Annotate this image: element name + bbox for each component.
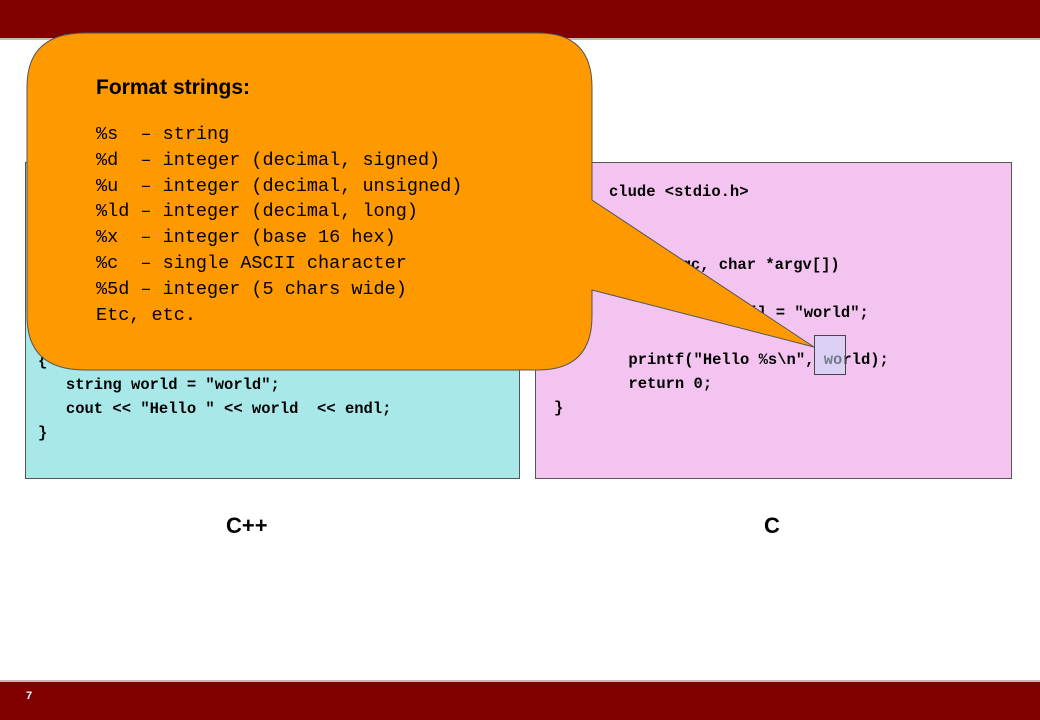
header-bar	[0, 0, 1040, 38]
cpp-label: C++	[226, 513, 268, 538]
callout-content: Format strings: %s – string %d – integer…	[96, 72, 462, 328]
format-item: %5d – integer (5 chars wide)	[96, 278, 407, 300]
code-line: cout << "Hello " << world << endl;	[38, 400, 392, 418]
format-item: %ld – integer (decimal, long)	[96, 201, 418, 223]
format-item: %u – integer (decimal, unsigned)	[96, 175, 463, 197]
code-line: return 0;	[554, 375, 713, 393]
code-line: string world = "world";	[38, 376, 280, 394]
format-item: Etc, etc.	[96, 304, 196, 326]
callout-title: Format strings:	[96, 76, 251, 99]
c-label: C	[764, 513, 780, 538]
page-number: 7	[26, 690, 33, 702]
footer-bar: 7	[0, 682, 1040, 720]
code-line: }	[554, 399, 564, 417]
format-item: %d – integer (decimal, signed)	[96, 149, 441, 171]
code-line: }	[38, 424, 48, 442]
format-item: %c – single ASCII character	[96, 252, 407, 274]
footer-divider	[0, 680, 1040, 682]
format-item: %s – string	[96, 124, 230, 145]
code-line: clude <stdio.h>	[609, 183, 749, 201]
format-item: %x – integer (base 16 hex)	[96, 227, 396, 249]
code-line: {	[38, 352, 48, 370]
format-specifier-highlight	[814, 335, 846, 375]
